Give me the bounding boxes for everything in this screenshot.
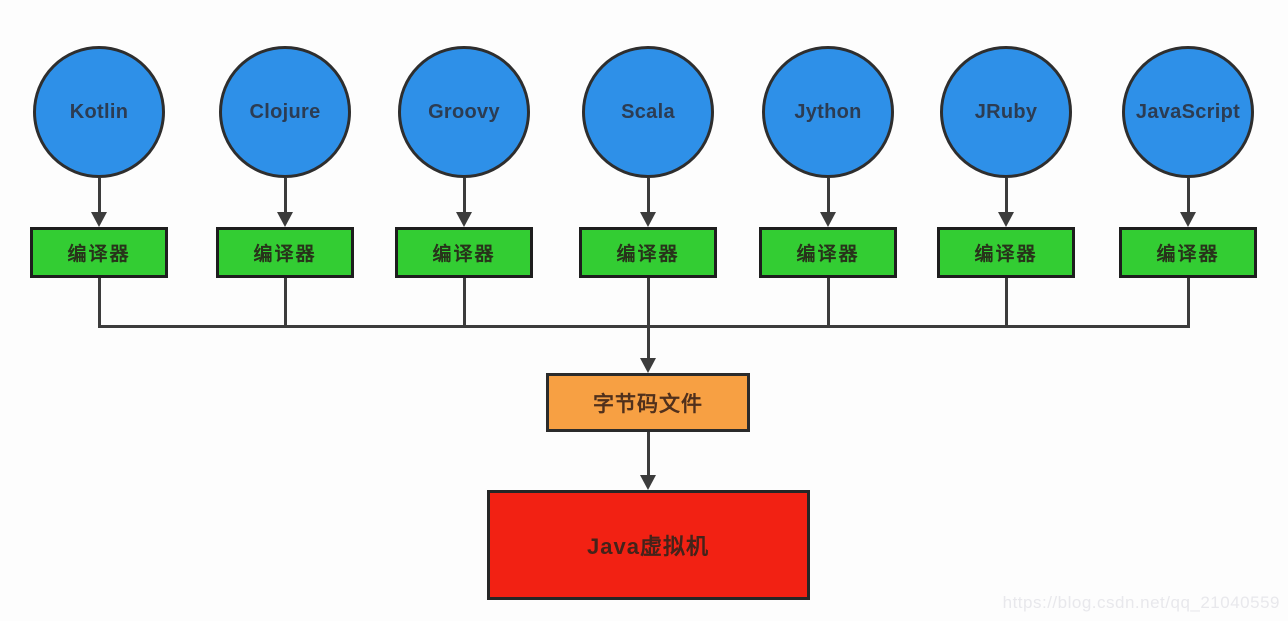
compiler-label: 编译器 xyxy=(67,244,131,265)
compiler-label: 编译器 xyxy=(1156,244,1220,265)
connector-line xyxy=(462,178,466,213)
arrow-down-icon xyxy=(640,212,656,227)
connector-line xyxy=(1186,178,1190,213)
language-node: JavaScript xyxy=(1122,46,1254,178)
language-label: Scala xyxy=(621,100,675,123)
connector-line xyxy=(97,178,101,213)
arrow-down-icon xyxy=(91,212,107,227)
arrow-down-icon xyxy=(1180,212,1196,227)
compiler-label: 编译器 xyxy=(432,244,496,265)
arrow-down-icon xyxy=(640,475,656,490)
bytecode-box: 字节码文件 xyxy=(546,373,750,432)
connector-line xyxy=(646,432,650,476)
jvm-box: Java虚拟机 xyxy=(486,490,810,600)
connector-line xyxy=(283,178,287,213)
compiler-label: 编译器 xyxy=(253,244,317,265)
connector-line xyxy=(1004,278,1008,328)
connector-line xyxy=(826,278,830,328)
compiler-box: 编译器 xyxy=(579,227,717,278)
language-node: Groovy xyxy=(398,46,530,178)
language-label: JavaScript xyxy=(1135,100,1241,123)
watermark-url: https://blog.csdn.net/qq_21040559 xyxy=(1002,593,1280,612)
language-node: Scala xyxy=(582,46,714,178)
arrow-down-icon xyxy=(277,212,293,227)
compiler-box: 编译器 xyxy=(759,227,897,278)
language-label: JRuby xyxy=(974,100,1038,123)
connector-line xyxy=(826,178,830,213)
arrow-down-icon xyxy=(640,358,656,373)
language-node: Jython xyxy=(762,46,894,178)
language-node: Clojure xyxy=(219,46,351,178)
language-label: Kotlin xyxy=(69,100,129,123)
arrow-down-icon xyxy=(456,212,472,227)
compiler-box: 编译器 xyxy=(216,227,354,278)
compiler-box: 编译器 xyxy=(1119,227,1257,278)
connector-line xyxy=(646,328,650,359)
compiler-label: 编译器 xyxy=(974,244,1038,265)
jvm-label: Java虚拟机 xyxy=(587,534,709,559)
connector-line xyxy=(1004,178,1008,213)
compiler-label: 编译器 xyxy=(616,244,680,265)
arrow-down-icon xyxy=(998,212,1014,227)
connector-line xyxy=(97,278,101,328)
connector-line xyxy=(462,278,466,328)
language-node: JRuby xyxy=(940,46,1072,178)
bytecode-label: 字节码文件 xyxy=(593,392,703,416)
arrow-down-icon xyxy=(820,212,836,227)
connector-line xyxy=(283,278,287,328)
connector-line xyxy=(646,278,650,328)
connector-line xyxy=(646,178,650,213)
language-label: Clojure xyxy=(249,100,321,123)
compiler-label: 编译器 xyxy=(796,244,860,265)
connector-line xyxy=(1186,278,1190,328)
language-node: Kotlin xyxy=(33,46,165,178)
compiler-box: 编译器 xyxy=(30,227,168,278)
language-label: Groovy xyxy=(428,100,500,123)
compiler-box: 编译器 xyxy=(395,227,533,278)
compiler-box: 编译器 xyxy=(937,227,1075,278)
language-label: Jython xyxy=(794,100,862,123)
merge-line xyxy=(97,325,1190,328)
